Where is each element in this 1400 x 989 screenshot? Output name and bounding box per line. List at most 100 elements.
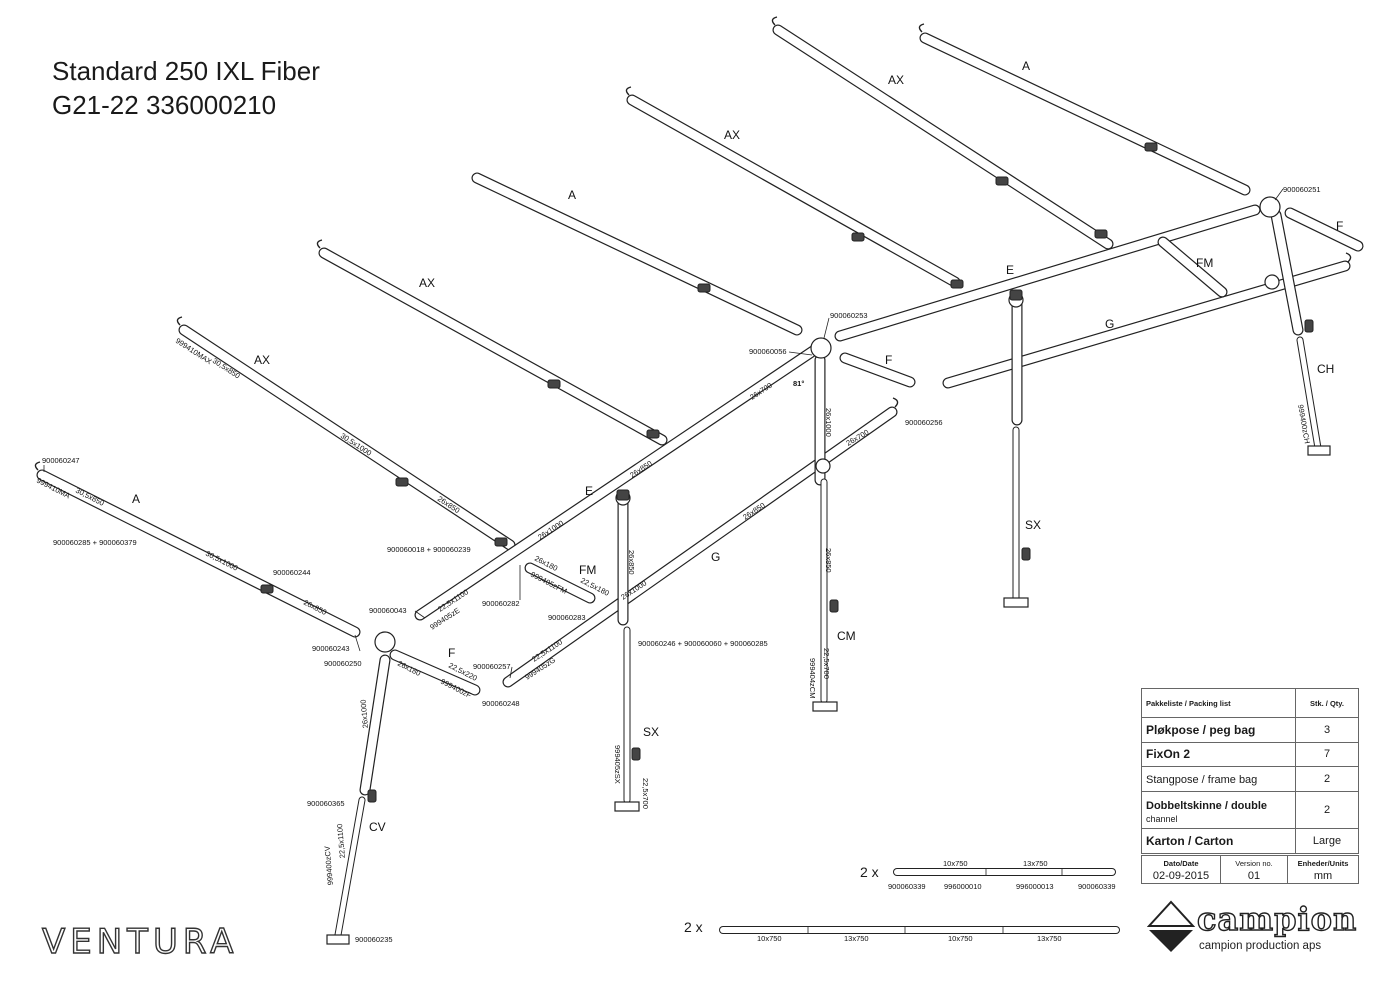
part-label: FM <box>579 563 596 577</box>
short-f-mid <box>839 352 916 388</box>
packing-item: FixOn 2 <box>1146 747 1191 762</box>
dimension-label: 26x850 <box>627 550 636 575</box>
part-number: 999404zCM <box>808 658 817 698</box>
packing-list-header: Pakkeliste / Packing list Stk. / Qty. <box>1141 688 1359 718</box>
packing-header-qty: Stk. / Qty. <box>1295 688 1359 718</box>
packing-qty: Large <box>1295 828 1359 854</box>
dimension-label: 26x1000 <box>359 699 370 728</box>
loose-row2-multiplier: 2 x <box>684 919 703 935</box>
version-value: 01 <box>1247 869 1261 882</box>
units-label: Enheder/Units <box>1297 858 1349 868</box>
dimension-label: 26x1000 <box>824 408 833 437</box>
campion-logo: campion campion production aps <box>1147 899 1357 952</box>
part-label: A <box>132 492 140 506</box>
frame-tubes <box>34 16 1364 939</box>
part-label: AX <box>254 353 270 367</box>
part-label: AX <box>419 276 435 290</box>
upright-cv <box>334 654 391 939</box>
part-number: 900060056 <box>749 347 787 356</box>
loose-part-number: 996000010 <box>944 882 982 891</box>
part-label: CH <box>1317 362 1334 376</box>
part-label: SX <box>1025 518 1041 532</box>
upright-ch <box>1270 209 1322 452</box>
part-number: 900060244 <box>273 568 311 577</box>
part-number: 900060285 + 900060379 <box>53 538 137 547</box>
packing-row: Stangpose / frame bag 2 <box>1141 766 1359 792</box>
dimension-label: 22,5x1100 <box>335 823 347 858</box>
leader-lines <box>43 188 1284 679</box>
loose-dimension: 10x750 <box>948 934 973 943</box>
packing-item: Karton / Carton <box>1146 834 1234 849</box>
upright-sx-right <box>1011 294 1023 604</box>
part-label: CV <box>369 820 386 834</box>
part-number: 900060247 <box>42 456 80 465</box>
packing-row: FixOn 2 7 <box>1141 741 1359 768</box>
dimension-labels: 30,5x850 30,5x1000 26x850 30,5x850 30,5x… <box>74 356 870 858</box>
loose-dimension: 10x750 <box>943 859 968 868</box>
loose-dimension: 13x750 <box>844 934 869 943</box>
date-label: Dato/Date <box>1163 858 1199 868</box>
part-number: 900060246 + 900060060 + 900060285 <box>638 639 768 648</box>
packing-qty: 2 <box>1295 790 1359 830</box>
short-fm-left <box>524 562 596 604</box>
frame-joints <box>260 142 1331 945</box>
part-number: 900060235 <box>355 935 393 944</box>
part-label: FM <box>1196 256 1213 270</box>
roof-pole-a-front <box>34 461 361 638</box>
loose-part-number: 900060339 <box>888 882 926 891</box>
dimension-label: 30,5x1000 <box>339 431 373 458</box>
loose-dimension: 10x750 <box>757 934 782 943</box>
angle-label: 81° <box>793 379 804 388</box>
part-number: 900060018 + 900060239 <box>387 545 471 554</box>
roof-pole-ax-4 <box>316 239 668 446</box>
part-label: F <box>885 353 892 367</box>
diagram-subtitle: G21-22 336000210 <box>52 90 277 120</box>
part-label: G <box>711 550 720 564</box>
packing-item: Stangpose / frame bag <box>1146 774 1258 787</box>
part-number: 900060365 <box>307 799 345 808</box>
part-label: F <box>448 646 455 660</box>
loose-part-number: 900060339 <box>1078 882 1116 891</box>
part-number: 900060256 <box>905 418 943 427</box>
packing-list-table: Pakkeliste / Packing list Stk. / Qty. Pl… <box>1141 688 1359 854</box>
loose-dimension: 13x750 <box>1023 859 1048 868</box>
upright-sx-left <box>617 494 631 804</box>
dimension-label: 26x850 <box>824 548 833 573</box>
short-fm-right <box>1157 236 1228 298</box>
roof-pole-a-top <box>918 23 1251 196</box>
packing-header-item: Pakkeliste / Packing list <box>1141 688 1296 718</box>
part-number: 900060251 <box>1283 185 1321 194</box>
packing-item: Pløkpose / peg bag <box>1146 722 1256 737</box>
packing-qty: 7 <box>1295 741 1359 768</box>
packing-qty: 2 <box>1295 766 1359 792</box>
loose-row1-multiplier: 2 x <box>860 864 879 880</box>
eave-rail-e <box>414 204 1261 621</box>
part-label: A <box>1022 59 1030 73</box>
part-number: 900060283 <box>548 613 586 622</box>
part-labels: A AX AX A AX AX A E E F F F FM FM G G CH… <box>132 59 1343 834</box>
part-label: G <box>1105 317 1114 331</box>
part-label: A <box>568 188 576 202</box>
part-label: AX <box>724 128 740 142</box>
part-label: AX <box>888 73 904 87</box>
part-number: 999405zSX <box>613 745 622 784</box>
part-label: CM <box>837 629 856 643</box>
part-number: 999400zCV <box>323 846 335 886</box>
part-number: 900060243 <box>312 644 350 653</box>
packing-qty: 3 <box>1295 717 1359 743</box>
version-label: Version no. <box>1235 858 1273 868</box>
packing-row: Karton / Carton Large <box>1141 828 1359 854</box>
part-number: 900060250 <box>324 659 362 668</box>
loose-dimension: 13x750 <box>1037 934 1062 943</box>
roof-pole-ax-top <box>771 16 1114 250</box>
part-label: E <box>1006 263 1014 277</box>
part-number: 900060248 <box>482 699 520 708</box>
dimension-label: 22,5x700 <box>822 648 831 679</box>
short-f-top <box>1284 207 1364 252</box>
diagram-title: Standard 250 IXL Fiber <box>52 56 320 86</box>
units-value: mm <box>1313 869 1333 882</box>
ventura-logo: VENTURA <box>41 921 239 962</box>
packing-item-cont: channel <box>1146 814 1178 825</box>
